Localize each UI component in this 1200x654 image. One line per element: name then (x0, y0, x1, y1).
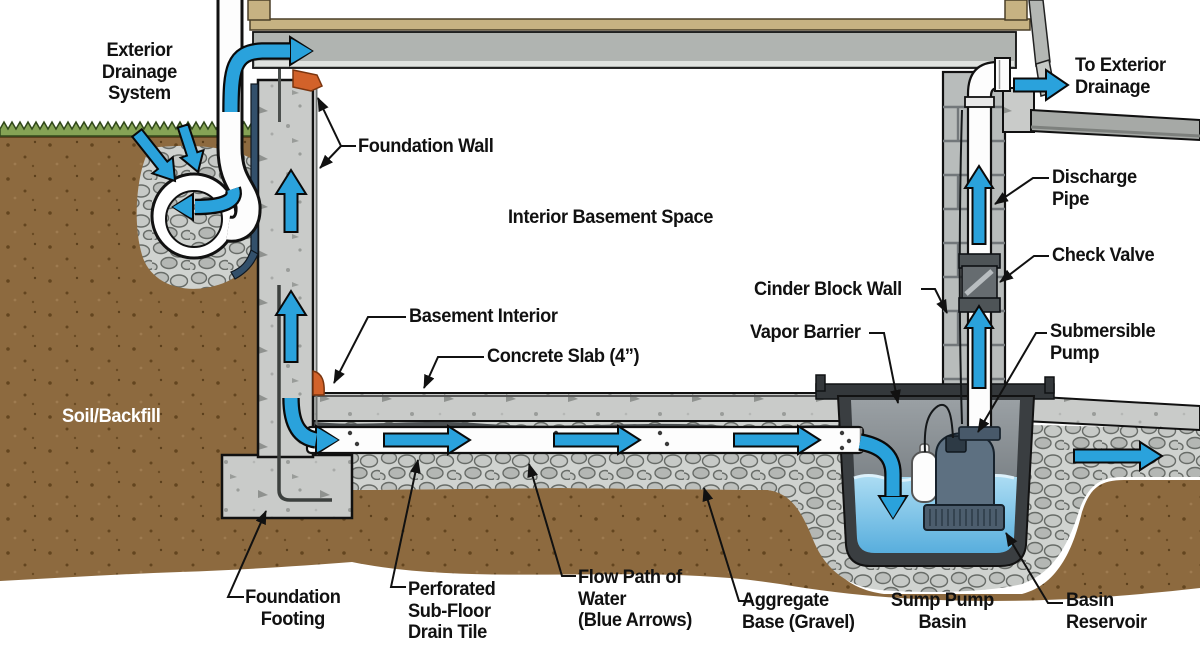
label-sump-pump-basin: Sump Pump Basin (890, 590, 994, 633)
foundation-footing-shape (220, 453, 354, 520)
label-vapor-barrier: Vapor Barrier (750, 322, 861, 343)
label-perforated-drain-tile: Perforated Sub-Floor Drain Tile (408, 579, 496, 643)
label-interior-basement-space: Interior Basement Space (508, 207, 714, 228)
exterior-walk-slab (1023, 394, 1200, 432)
siding-strip (1028, 0, 1051, 67)
flow-arrows (130, 35, 1164, 520)
label-foundation-footing: Foundation Footing (245, 587, 341, 630)
rebar-dowel (277, 285, 332, 502)
label-basin-reservoir: Basin Reservoir (1066, 590, 1147, 633)
leader-lines (226, 97, 1063, 604)
pipe-coupling-2 (964, 96, 995, 108)
membrane-flap (230, 249, 259, 280)
label-flow-path-of-water: Flow Path of Water (Blue Arrows) (578, 567, 692, 631)
floor-framing (247, 0, 1056, 97)
float-cord (923, 403, 954, 453)
wall-stud-left (247, 0, 271, 21)
label-aggregate-base: Aggregate Base (Gravel) (742, 590, 855, 633)
label-submersible-pump: Submersible Pump (1050, 321, 1156, 364)
label-discharge-pipe: Discharge Pipe (1052, 167, 1137, 210)
label-to-exterior-drainage: To Exterior Drainage (1075, 55, 1166, 98)
submersible-pump-shape (923, 431, 1005, 531)
foundation-wall-shape (230, 40, 332, 502)
sill-plate (292, 69, 323, 92)
grade-beam-block (1002, 87, 1035, 133)
exterior-grade-slab (1030, 108, 1200, 142)
label-soil-backfill: Soil/Backfill (62, 406, 161, 427)
label-cinder-block-wall: Cinder Block Wall (754, 279, 902, 300)
label-exterior-drainage-system: Exterior Drainage System (101, 40, 177, 104)
downspout-pipe (216, 0, 262, 243)
label-concrete-slab: Concrete Slab (4”) (487, 346, 640, 367)
pipe-coupling (994, 57, 1011, 92)
label-foundation-wall: Foundation Wall (358, 136, 494, 157)
check-valve-shape (958, 253, 1001, 313)
label-basement-interior: Basement Interior (409, 306, 558, 327)
wall-stud-right (1004, 0, 1028, 21)
sill-board (249, 18, 1031, 31)
power-cord (958, 109, 963, 425)
label-check-valve: Check Valve (1052, 245, 1155, 266)
cove-joint (312, 370, 325, 396)
